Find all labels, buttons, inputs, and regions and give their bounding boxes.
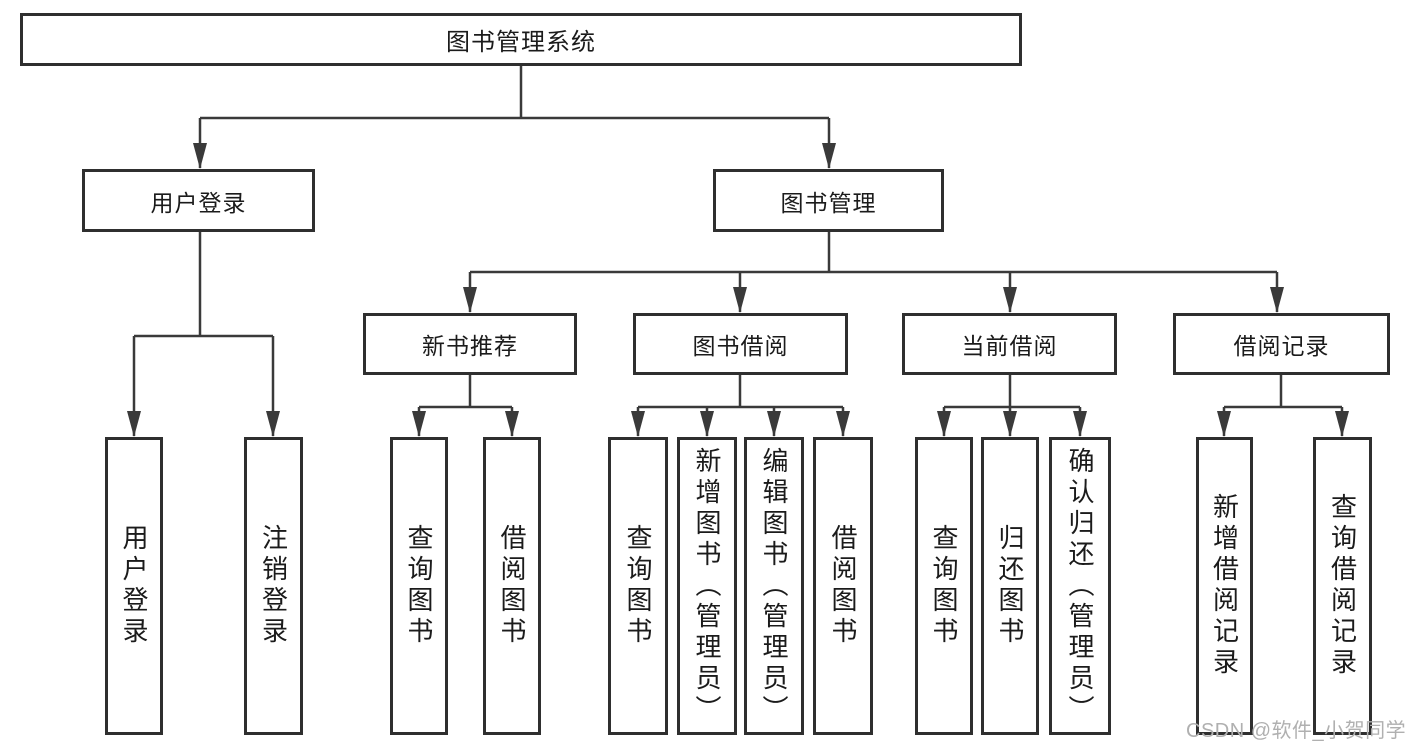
node-new-book-recommendation: 新书推荐	[363, 313, 577, 375]
watermark-text: CSDN @软件_小贺同学	[1186, 720, 1405, 742]
node-user-login: 用户登录	[82, 169, 315, 232]
leaf-borrowing-borrow-book: 借阅图书	[813, 437, 873, 735]
leaf-logout: 注销登录	[244, 437, 303, 735]
leaf-user-login: 用户登录	[105, 437, 163, 735]
leaf-records-add-record: 新增借阅记录	[1196, 437, 1253, 735]
leaf-current-confirm-return-admin: 确认归还（管理员）	[1049, 437, 1111, 735]
leaf-recommend-query-book: 查询图书	[390, 437, 448, 735]
leaf-borrowing-query-book: 查询图书	[608, 437, 668, 735]
node-current-borrowing: 当前借阅	[902, 313, 1117, 375]
node-book-borrowing: 图书借阅	[633, 313, 848, 375]
node-borrowing-records: 借阅记录	[1173, 313, 1390, 375]
leaf-recommend-borrow-book: 借阅图书	[483, 437, 541, 735]
leaf-current-return-book: 归还图书	[981, 437, 1039, 735]
leaf-borrowing-add-book-admin: 新增图书（管理员）	[677, 437, 737, 735]
leaf-records-query-record: 查询借阅记录	[1313, 437, 1372, 735]
node-library-management-system: 图书管理系统	[20, 13, 1022, 66]
leaf-borrowing-edit-book-admin: 编辑图书（管理员）	[744, 437, 804, 735]
node-book-management: 图书管理	[713, 169, 944, 232]
leaf-current-query-book: 查询图书	[915, 437, 973, 735]
